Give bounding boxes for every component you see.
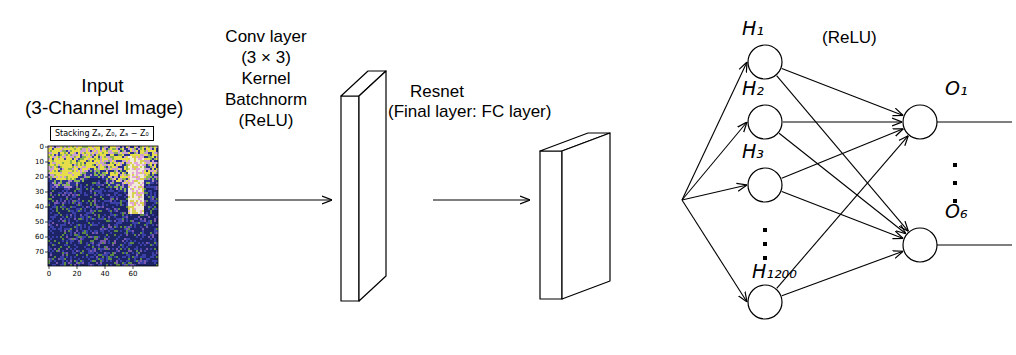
dot: [763, 242, 767, 246]
neuron-label: O₁: [945, 77, 968, 99]
axis-tick-label: 60: [129, 270, 138, 278]
dot: [763, 256, 767, 260]
neuron-node: H₂: [723, 77, 807, 139]
slab-face: [562, 133, 610, 299]
input-block: Input(3-Channel Image): [25, 74, 180, 296]
slab-face: [359, 71, 386, 301]
tick: [45, 177, 48, 178]
axis-tick-label: 0: [40, 143, 44, 151]
tick: [105, 266, 106, 269]
tick: [77, 266, 78, 269]
layer-description: (Final layer: FC layer): [388, 102, 551, 122]
plot-frame: [48, 146, 158, 266]
axis-tick-label: 70: [35, 248, 44, 256]
neuron-outline: [748, 105, 782, 139]
image-speckle: [48, 182, 158, 266]
slab-face: [540, 151, 562, 299]
dot: [763, 228, 767, 232]
axis-tick-label: 60: [35, 233, 44, 241]
layer-title: Resnet: [410, 82, 464, 102]
neuron-label: O₆: [945, 200, 968, 222]
neuron-outline: [748, 285, 782, 319]
neuron-circle: [747, 284, 783, 320]
neuron-node: O₆: [903, 200, 987, 262]
tick: [49, 266, 50, 269]
layer-slab: [538, 130, 614, 302]
connector-arrow: [682, 200, 747, 302]
neuron-circle: [902, 104, 938, 140]
dot: [953, 163, 957, 167]
slab-face: [341, 96, 359, 301]
axis-tick-label: 40: [35, 203, 44, 211]
connector-arrow: [782, 69, 903, 116]
layer-description: Conv layer (3 × 3) Kernel Batchnorm (ReL…: [220, 26, 312, 131]
resnet-block: Resnet(Final layer: FC layer): [380, 78, 682, 300]
output-line: [937, 244, 1012, 245]
connector-arrow: [175, 199, 332, 200]
tick: [45, 162, 48, 163]
layer-slab: [340, 70, 388, 303]
neuron-node: H₁₂₀₀: [723, 257, 807, 319]
axis-tick-label: 0: [47, 270, 51, 278]
connector-arrow: [782, 251, 903, 296]
axis-tick-label: 40: [101, 270, 110, 278]
image-speckle: [128, 156, 144, 214]
axis-tick-label: 20: [35, 173, 44, 181]
plot-title: Stacking Zₐ, Z₀, Zₐ − Z₀: [50, 126, 154, 141]
neuron-outline: [748, 168, 782, 202]
connector-arrow: [782, 129, 904, 178]
axis-ticks: [45, 147, 133, 269]
dot: [953, 181, 957, 185]
image-speckle: [48, 182, 158, 266]
connector-arrow: [682, 122, 747, 200]
image-pixels: [48, 146, 158, 266]
tick: [45, 252, 48, 253]
input-subtitle: (3-Channel Image): [25, 96, 180, 119]
neuron-label: H₁: [742, 17, 764, 39]
image-speckle: [48, 178, 158, 266]
connector-arrow: [782, 192, 903, 239]
tick: [45, 237, 48, 238]
tick: [133, 266, 134, 269]
connector-arrow: [682, 185, 747, 200]
tick: [45, 207, 48, 208]
tick: [45, 192, 48, 193]
image-background: [48, 146, 158, 266]
neuron-node: O₁: [903, 77, 987, 139]
axis-tick-label: 20: [73, 270, 82, 278]
neuron-circle: [902, 227, 938, 263]
conv-layer-block: Conv layer (3 × 3) Kernel Batchnorm (ReL…: [220, 20, 390, 305]
neuron-circle: [747, 104, 783, 140]
activation-label: (ReLU): [822, 28, 877, 48]
neuron-node: H₁: [723, 17, 807, 79]
connector-arrow: [777, 76, 909, 232]
neuron-outline: [748, 45, 782, 79]
neuron-outline: [903, 105, 937, 139]
connector-arrow: [682, 62, 747, 200]
neuron-circle: [747, 167, 783, 203]
image-speckle: [128, 156, 144, 214]
axis-tick-label: 50: [35, 218, 44, 226]
neuron-label: H₂: [742, 77, 764, 99]
connector-arrow: [779, 133, 906, 234]
connector-arrow: [783, 121, 902, 122]
input-title: Input: [25, 74, 180, 97]
tick: [45, 147, 48, 148]
neuron-node: H₃: [723, 140, 807, 202]
axis-tick-label: 30: [35, 188, 44, 196]
neuron-label: H₃: [742, 140, 764, 162]
neuron-outline: [903, 228, 937, 262]
neuron-label: H₁₂₀₀: [752, 260, 797, 282]
output-line: [937, 121, 1012, 122]
neuron-circle: [747, 44, 783, 80]
axis-tick-label: 10: [35, 158, 44, 166]
image-speckle: [128, 156, 144, 214]
tick: [45, 222, 48, 223]
connector-arrow: [433, 199, 530, 200]
